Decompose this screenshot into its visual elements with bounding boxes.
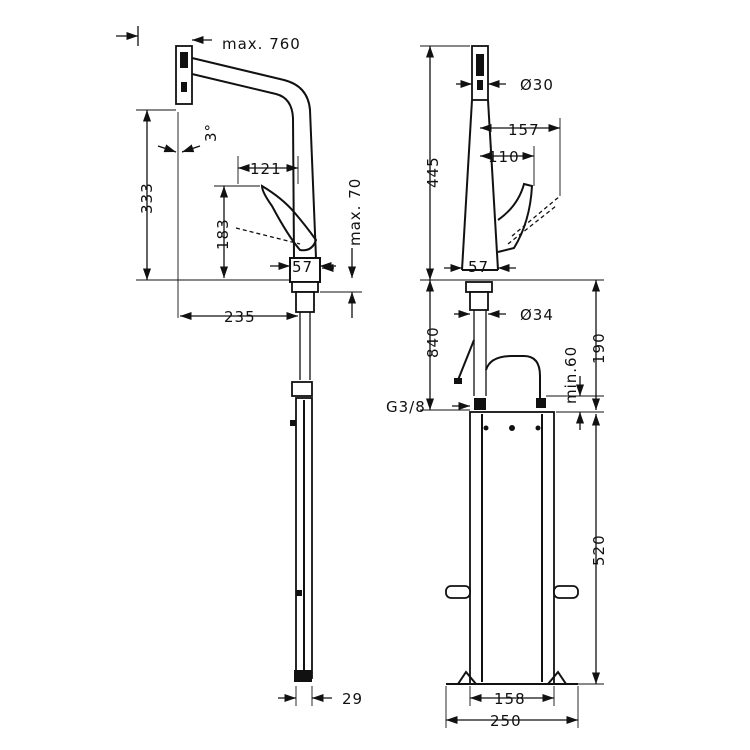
label-max-70: max. 70: [346, 178, 364, 246]
label-angle-3: 3°: [202, 123, 220, 142]
label-250: 250: [490, 712, 522, 730]
front-view-faucet: [445, 45, 579, 685]
label-235: 235: [224, 308, 256, 326]
side-view-dimensions: [116, 26, 362, 706]
label-max-760: max. 760: [222, 35, 301, 53]
label-183: 183: [214, 218, 232, 250]
label-57-right: 57: [468, 258, 489, 276]
label-min-60: min.60: [562, 346, 580, 404]
label-121: 121: [250, 160, 282, 178]
label-57-left: 57: [292, 258, 313, 276]
label-dia-34: Ø34: [520, 306, 554, 324]
label-29: 29: [342, 690, 363, 708]
label-157: 157: [508, 121, 540, 139]
label-333: 333: [138, 182, 156, 214]
side-view-faucet: [175, 45, 321, 682]
label-dia-30: Ø30: [520, 76, 554, 94]
label-110: 110: [488, 148, 520, 166]
dimension-labels: max. 760 3° 121 333 183 max. 70 57 235 2…: [138, 35, 608, 730]
label-520: 520: [590, 534, 608, 566]
label-840: 840: [424, 326, 442, 358]
label-158: 158: [494, 690, 526, 708]
label-445: 445: [424, 156, 442, 188]
label-190: 190: [590, 332, 608, 364]
label-g3-8: G3/8: [386, 398, 426, 416]
front-view-dimensions: [420, 45, 604, 728]
